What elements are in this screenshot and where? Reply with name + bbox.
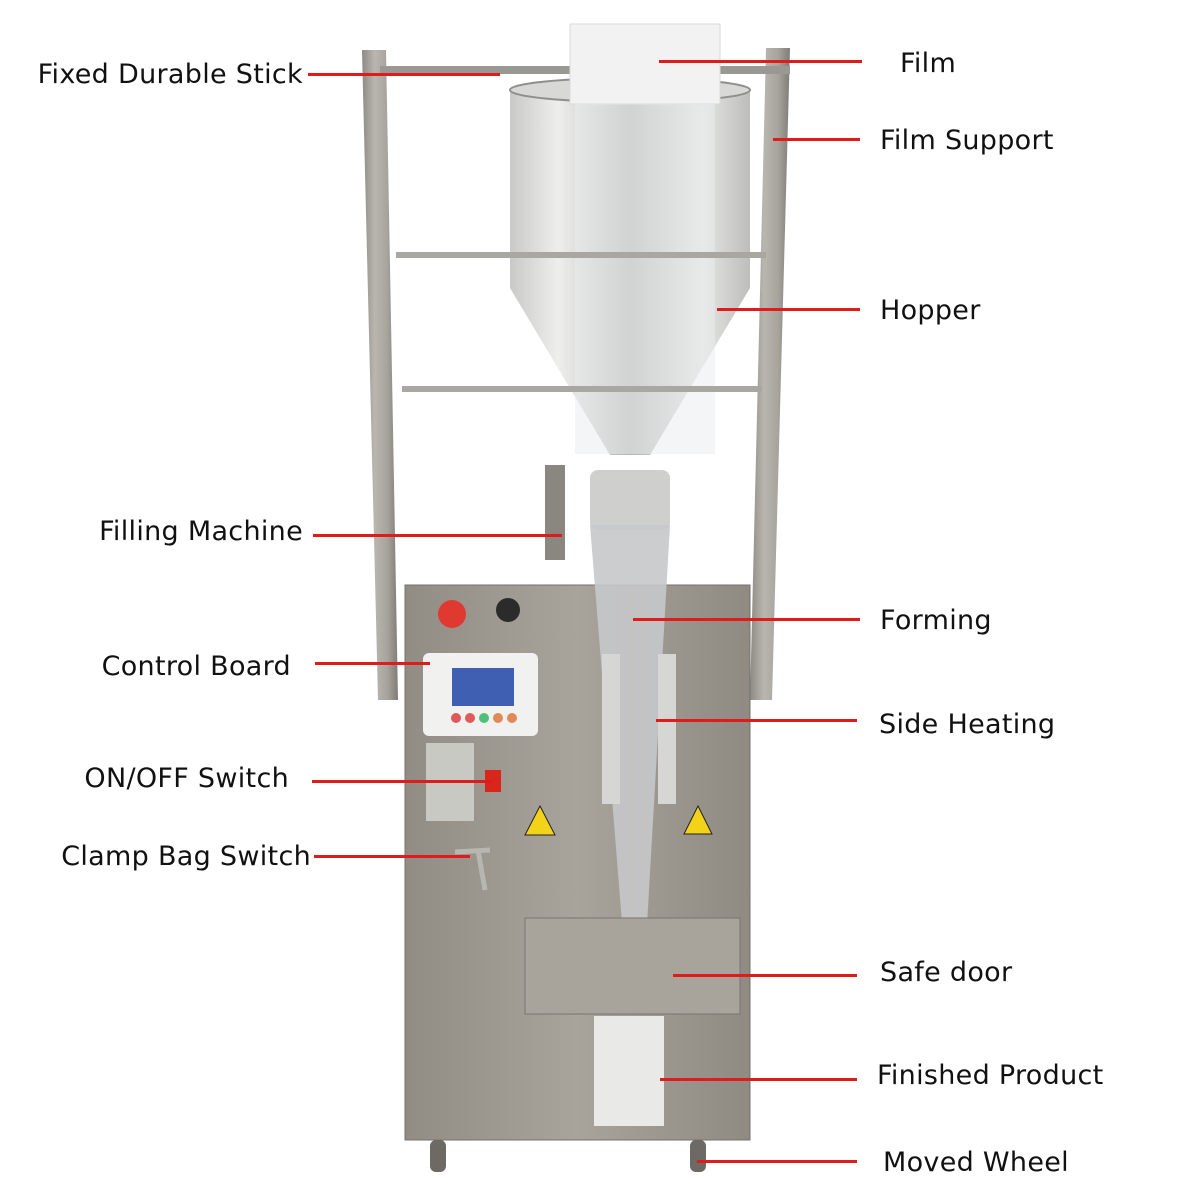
label-moved-wheel: Moved Wheel: [883, 1147, 1069, 1178]
leader-fixed-durable-stick: [308, 73, 500, 76]
leader-filling-machine: [313, 534, 562, 537]
label-film: Film: [900, 48, 957, 79]
leader-safe-door: [673, 974, 857, 977]
label-filling-machine: Filling Machine: [99, 516, 303, 547]
label-clamp-bag-switch: Clamp Bag Switch: [61, 841, 311, 872]
leader-film-support: [773, 138, 860, 141]
forming-tube: [590, 525, 670, 960]
rotary-key-switch[interactable]: [496, 598, 520, 622]
leader-clamp-bag-switch: [314, 855, 470, 858]
leader-side-heating: [656, 719, 857, 722]
clamp-bag-lever[interactable]: [454, 847, 491, 891]
side-heating-left: [602, 654, 620, 804]
leader-moved-wheel: [697, 1160, 857, 1163]
emergency-stop-button[interactable]: [438, 600, 466, 628]
control-board-panel[interactable]: [423, 653, 538, 736]
label-safe-door: Safe door: [880, 957, 1013, 988]
film-roll: [569, 23, 721, 454]
leader-finished-product: [660, 1078, 857, 1081]
on-off-rocker-switch[interactable]: [485, 770, 501, 792]
leader-hopper: [717, 308, 860, 311]
leader-film: [659, 60, 862, 63]
side-heating-right: [658, 654, 676, 804]
label-on-off-switch: ON/OFF Switch: [84, 763, 289, 794]
film-support-frame: [362, 48, 790, 700]
warning-icon: [683, 804, 713, 835]
label-hopper: Hopper: [880, 295, 981, 326]
label-finished-product: Finished Product: [877, 1060, 1104, 1091]
warning-icon: [524, 804, 556, 836]
leader-control-board: [315, 662, 430, 665]
label-control-board: Control Board: [101, 651, 291, 682]
safe-door-panel[interactable]: [524, 917, 741, 1015]
label-side-heating: Side Heating: [879, 709, 1056, 740]
label-fixed-durable-stick: Fixed Durable Stick: [37, 59, 303, 90]
leader-forming: [633, 618, 860, 621]
label-film-support: Film Support: [880, 125, 1054, 156]
wheels: [430, 1140, 706, 1172]
label-forming: Forming: [880, 605, 992, 636]
finished-product-chute: [594, 1016, 664, 1126]
leader-on-off-switch: [312, 780, 492, 783]
